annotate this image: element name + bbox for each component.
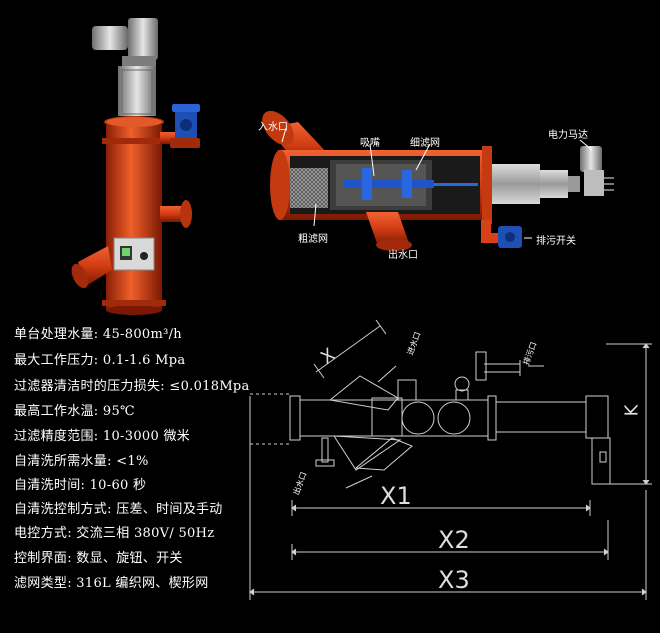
inlet-label: 入水口	[258, 122, 288, 133]
coarse-screen-label: 粗滤网	[298, 234, 328, 245]
spec-item: 自清洗所需水量: <1%	[14, 454, 149, 469]
spec-item: 过滤精度范围: 10-3000 微米	[14, 429, 191, 444]
motor-icon	[92, 26, 128, 50]
motor-label: 电力马达	[548, 130, 588, 141]
spec-item: 过滤器清洁时的压力损失: ≤0.018Mpa	[14, 379, 250, 394]
drain-switch-label: 排污开关	[536, 236, 576, 247]
spec-item: 滤网类型: 316L 编织网、楔形网	[14, 576, 209, 591]
suction-nozzle-label: 吸嘴	[360, 138, 380, 149]
engineering-drawing	[249, 319, 652, 600]
spec-item: 自清洗控制方式: 压差、时间及手动	[14, 502, 223, 517]
spec-item: 单台处理水量: 45-800m³/h	[14, 327, 182, 342]
spec-item: 最大工作压力: 0.1-1.6 Mpa	[14, 353, 186, 368]
spec-item: 最高工作水温: 95℃	[14, 404, 135, 419]
fine-screen-label: 细滤网	[410, 138, 440, 149]
spec-item: 控制界面: 数显、旋钮、开关	[14, 551, 183, 566]
spec-item: 自清洗时间: 10-60 秒	[14, 478, 147, 493]
dim-x2: X2	[438, 526, 470, 554]
electric-motor-icon	[580, 146, 602, 172]
filter-3d-render	[71, 18, 200, 315]
dim-x3: X3	[438, 566, 470, 594]
dim-k: K	[621, 404, 643, 417]
outlet-label: 出水口	[388, 250, 418, 261]
filter-cutaway	[262, 110, 614, 251]
dim-x1: X1	[380, 482, 412, 510]
spec-item: 电控方式: 交流三相 380V/ 50Hz	[14, 526, 215, 541]
